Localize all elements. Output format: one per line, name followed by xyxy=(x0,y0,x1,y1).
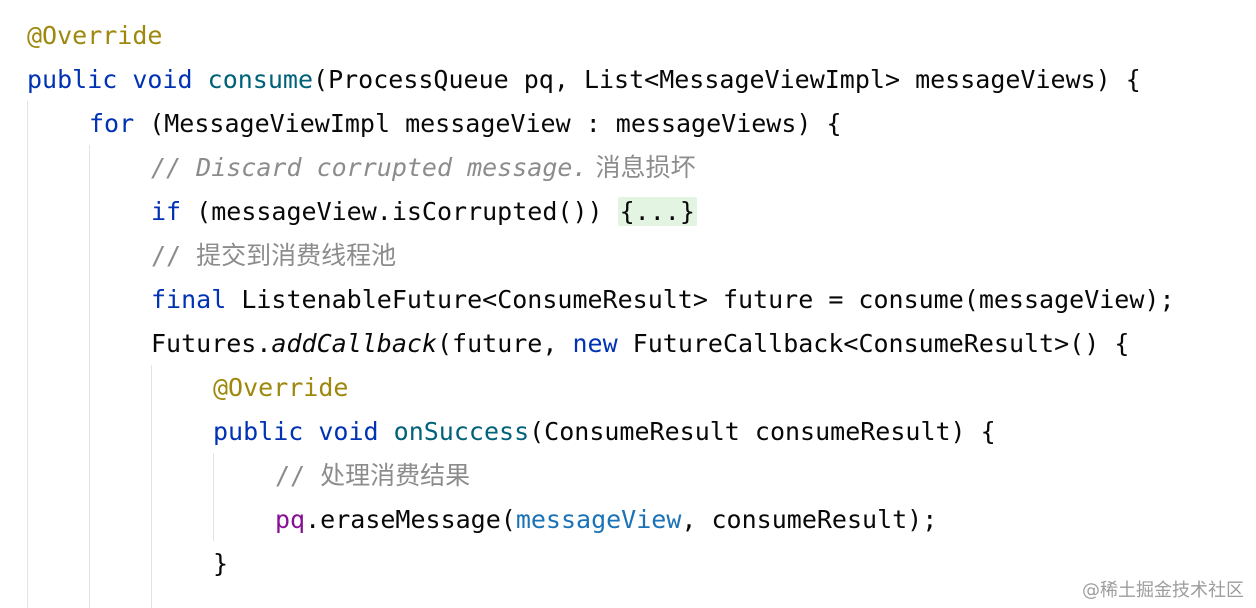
folded-block[interactable]: {...} xyxy=(617,197,697,226)
annotation-token: @Override xyxy=(213,373,349,402)
keyword-token: final xyxy=(151,285,227,314)
code-line-6[interactable]: // 提交到消费线程池 xyxy=(151,234,396,278)
code-line-2[interactable]: public void consume(ProcessQueue pq, Lis… xyxy=(27,58,1141,102)
code-text: ListenableFuture<ConsumeResult> future =… xyxy=(226,285,1175,314)
code-text: (ConsumeResult consumeResult) { xyxy=(529,417,996,446)
code-text: (messageView.isCorrupted()) xyxy=(181,197,618,226)
code-line-13[interactable]: } xyxy=(213,542,228,586)
code-text: (ProcessQueue pq, List<MessageViewImpl> … xyxy=(313,65,1141,94)
code-line-9[interactable]: @Override xyxy=(213,366,348,410)
keyword-token: if xyxy=(151,197,182,226)
code-line-12[interactable]: pq.eraseMessage(messageView, consumeResu… xyxy=(275,498,937,542)
keyword-token: public xyxy=(213,417,304,446)
keyword-token: public xyxy=(27,65,118,94)
comment-token: 消息损坏 xyxy=(587,153,696,182)
code-text: .eraseMessage( xyxy=(305,505,516,534)
keyword-token: for xyxy=(89,109,135,138)
code-text: Futures. xyxy=(151,329,272,358)
method-name-token: onSuccess xyxy=(393,417,530,446)
code-line-10[interactable]: public void onSuccess(ConsumeResult cons… xyxy=(213,410,996,454)
code-line-5[interactable]: if (messageView.isCorrupted()) {...} xyxy=(151,190,697,234)
comment-token: // 提交到消费线程池 xyxy=(151,241,397,270)
keyword-token: void xyxy=(132,65,193,94)
code-text: (MessageViewImpl messageView : messageVi… xyxy=(134,109,842,138)
closing-brace: } xyxy=(213,549,229,578)
keyword-token: void xyxy=(318,417,379,446)
code-text: FutureCallback<ConsumeResult>() { xyxy=(617,329,1130,358)
indent-guide xyxy=(151,365,152,608)
annotation-token: @Override xyxy=(27,21,163,50)
code-line-7[interactable]: final ListenableFuture<ConsumeResult> fu… xyxy=(151,278,1175,322)
code-line-8[interactable]: Futures.addCallback(future, new FutureCa… xyxy=(151,322,1129,366)
code-text: (future, xyxy=(437,329,573,358)
indent-guide xyxy=(89,145,90,608)
method-name-token: consume xyxy=(207,65,314,94)
indent-guide xyxy=(213,453,214,541)
code-text: , consumeResult); xyxy=(681,505,938,534)
field-token: pq xyxy=(275,505,306,534)
indent-guide xyxy=(27,101,28,608)
code-line-1[interactable]: @Override xyxy=(27,14,162,58)
comment-token: // 处理消费结果 xyxy=(275,461,471,490)
code-line-4[interactable]: // Discard corrupted message. 消息损坏 xyxy=(151,146,695,190)
watermark: @稀土掘金技术社区 xyxy=(1082,580,1244,601)
code-line-3[interactable]: for (MessageViewImpl messageView : messa… xyxy=(89,102,842,146)
comment-token: // Discard corrupted message. xyxy=(151,153,588,182)
code-line-11[interactable]: // 处理消费结果 xyxy=(275,454,470,498)
captured-variable-token: messageView xyxy=(515,505,682,534)
static-method-token: addCallback xyxy=(271,329,437,358)
keyword-token: new xyxy=(572,329,618,358)
